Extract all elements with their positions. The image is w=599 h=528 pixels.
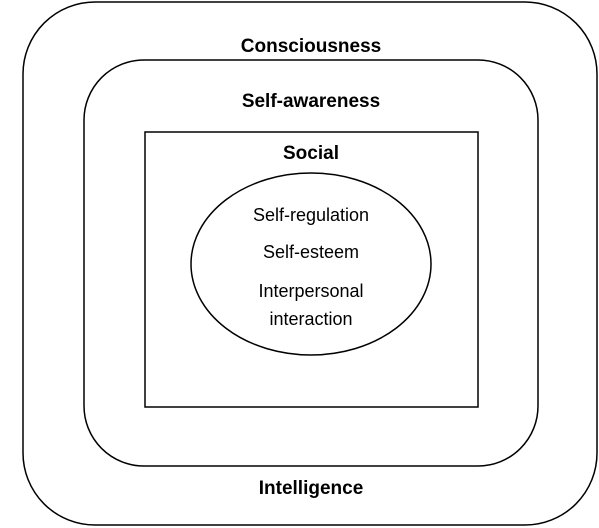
self-esteem-label: Self-esteem	[262, 242, 360, 262]
social-label: Social	[283, 143, 339, 164]
consciousness-label: Consciousness	[240, 36, 382, 57]
self-awareness-label: Self-awareness	[241, 91, 381, 112]
social-box	[144, 131, 479, 408]
core-ellipse	[190, 172, 432, 356]
intelligence-label: Intelligence	[258, 478, 364, 499]
middle-rounded-rect	[83, 59, 539, 467]
self-regulation-label: Self-regulation	[252, 205, 370, 225]
outer-rounded-rect	[22, 1, 598, 526]
interaction-label: interaction	[269, 309, 353, 329]
interpersonal-label: Interpersonal	[258, 281, 364, 301]
